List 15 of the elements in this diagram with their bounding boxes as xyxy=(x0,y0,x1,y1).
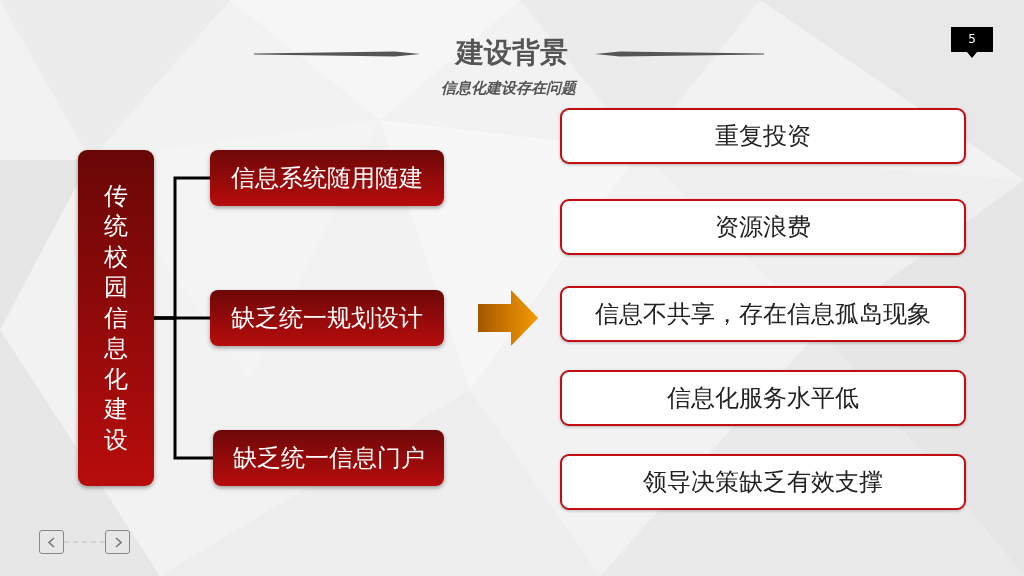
vertical-heading-box: 传统校园信息化建设 xyxy=(78,150,154,486)
process-box: 缺乏统一规划设计 xyxy=(210,290,444,346)
connector-line xyxy=(154,316,213,460)
outlined-box: 领导决策缺乏有效支撑 xyxy=(560,454,966,510)
outlined-box: 信息不共享，存在信息孤岛现象 xyxy=(560,286,966,342)
block-arrow xyxy=(478,290,538,346)
next-button xyxy=(105,530,130,554)
process-box: 缺乏统一信息门户 xyxy=(213,430,444,486)
slide-title: 建设背景 xyxy=(456,37,568,70)
outlined-box: 信息化服务水平低 xyxy=(560,370,966,426)
outlined-box: 资源浪费 xyxy=(560,199,966,255)
outlined-box: 重复投资 xyxy=(560,108,966,164)
subtitle: 信息化建设存在问题 xyxy=(440,79,576,97)
previous-button xyxy=(39,530,64,554)
process-box: 信息系统随用随建 xyxy=(210,150,444,206)
